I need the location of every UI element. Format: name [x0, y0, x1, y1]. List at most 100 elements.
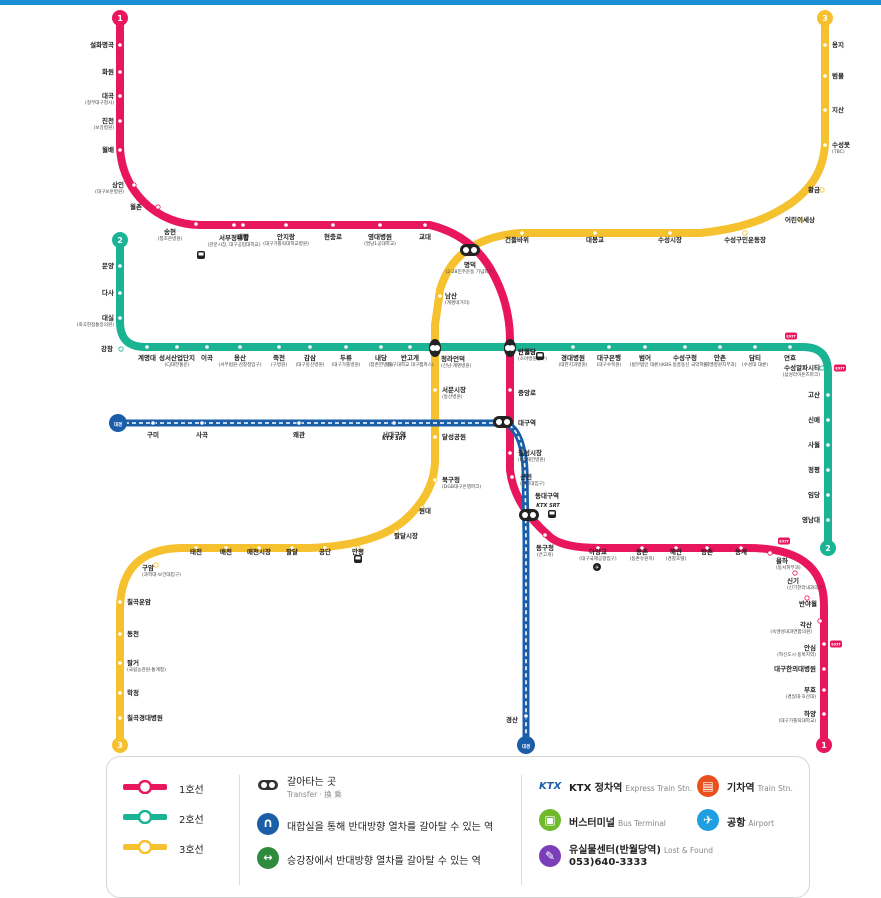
line2-station-label[interactable]: 문양	[102, 261, 114, 270]
line3-station-dot[interactable]	[393, 529, 399, 535]
line3-station-dot[interactable]	[519, 230, 525, 236]
line1-station-label[interactable]: 아양교	[589, 547, 607, 556]
daegyeong-station-dot[interactable]	[296, 420, 302, 426]
line2-station-dot[interactable]	[407, 344, 413, 350]
line1-station-dot[interactable]	[509, 474, 515, 480]
line1-station-dot[interactable]	[673, 545, 679, 551]
line2-station-label[interactable]: 죽전	[273, 353, 285, 362]
line2-station-dot[interactable]	[825, 442, 831, 448]
line2-station-dot[interactable]	[825, 517, 831, 523]
line1-station-dot[interactable]	[117, 93, 123, 99]
transfer-daegu-station[interactable]	[493, 416, 513, 428]
line3-station-label[interactable]: 팔달	[286, 547, 298, 556]
line2-station-dot[interactable]	[570, 344, 576, 350]
line1-station-label[interactable]: 설화명곡	[90, 40, 114, 49]
line3-station-dot[interactable]	[819, 187, 825, 193]
line1-station-dot[interactable]	[117, 147, 123, 153]
line1-station-dot[interactable]	[817, 618, 823, 624]
line1-station-label[interactable]: 안심	[804, 643, 816, 652]
line2-station-label[interactable]: 두류	[340, 353, 352, 362]
line3-station-dot[interactable]	[822, 73, 828, 79]
line2-station-label[interactable]: 용산	[234, 353, 246, 362]
line1-station-dot[interactable]	[821, 711, 827, 717]
line2-station-dot[interactable]	[819, 365, 825, 371]
transfer-myeongdeok[interactable]	[460, 244, 480, 256]
line3-station-dot[interactable]	[432, 477, 438, 483]
line2-station-label[interactable]: 이곡	[201, 353, 213, 362]
line3-station-dot[interactable]	[822, 142, 828, 148]
line3-station-label[interactable]: 구암	[142, 563, 154, 572]
line2-station-dot[interactable]	[118, 346, 124, 352]
line3-station-label[interactable]: 수성못	[832, 140, 850, 149]
line2-station-label[interactable]: 청라언덕	[441, 354, 465, 363]
line1-station-label[interactable]: 해안	[670, 547, 682, 556]
line1-station-label[interactable]: 중앙로	[518, 388, 536, 397]
line3-station-label[interactable]: 어린이세상	[785, 215, 815, 224]
daegyeong-station-dot[interactable]	[199, 420, 205, 426]
line1-station-label[interactable]: 동대구역	[535, 491, 559, 500]
line3-station-label[interactable]: 팔달시장	[394, 531, 418, 540]
line1-station-dot[interactable]	[193, 221, 199, 227]
transfer-dongdaegu[interactable]	[519, 509, 539, 521]
line2-station-label[interactable]: 수성알파시티	[784, 363, 820, 372]
line2-station-dot[interactable]	[343, 344, 349, 350]
line3-station-dot[interactable]	[117, 631, 123, 637]
line1-station-label[interactable]: 월배	[102, 145, 114, 154]
line3-station-dot[interactable]	[117, 599, 123, 605]
daegyeong-station-dot[interactable]	[150, 420, 156, 426]
line3-station-label[interactable]: 원대	[419, 506, 431, 515]
line2-station-dot[interactable]	[752, 344, 758, 350]
line2-station-label[interactable]: 강창	[101, 344, 113, 353]
line1-station-dot[interactable]	[231, 222, 237, 228]
line3-station-dot[interactable]	[419, 505, 425, 511]
line1-station-label[interactable]: 하양	[804, 709, 816, 718]
line3-station-dot[interactable]	[437, 293, 443, 299]
line2-station-label[interactable]: 성서산업단지	[159, 353, 195, 362]
line1-station-label[interactable]: 부호	[804, 685, 816, 694]
line3-station-dot[interactable]	[117, 660, 123, 666]
line3-station-dot[interactable]	[193, 545, 199, 551]
line1-station-dot[interactable]	[117, 118, 123, 124]
line1-station-label[interactable]: 대명	[237, 232, 249, 241]
line2-station-label[interactable]: 범어	[639, 353, 651, 362]
line3-station-label[interactable]: 칠곡경대병원	[127, 713, 163, 722]
line2-station-dot[interactable]	[117, 290, 123, 296]
line3-station-dot[interactable]	[289, 545, 295, 551]
line2-station-label[interactable]: 연호	[784, 353, 796, 362]
line3-station-dot[interactable]	[322, 545, 328, 551]
line2-station-dot[interactable]	[204, 344, 210, 350]
line1-station-label[interactable]: 영대병원	[368, 232, 392, 241]
line1-station-dot[interactable]	[240, 222, 246, 228]
line1-station-label[interactable]: 용계	[735, 547, 747, 556]
line3-station-label[interactable]: 건들바위	[505, 235, 529, 244]
line1-station-dot[interactable]	[422, 222, 428, 228]
line1-station-label[interactable]: 화원	[102, 67, 114, 76]
line2-station-dot[interactable]	[825, 392, 831, 398]
line2-station-label[interactable]: 계명대	[138, 353, 156, 362]
line2-station-label[interactable]: 정평	[808, 465, 820, 474]
line3-station-label[interactable]: 남산	[445, 291, 457, 300]
line2-station-dot[interactable]	[117, 263, 123, 269]
line3-station-label[interactable]: 대봉교	[586, 235, 604, 244]
line1-station-dot[interactable]	[330, 222, 336, 228]
line1-station-dot[interactable]	[821, 641, 827, 647]
line1-station-label[interactable]: 동촌	[636, 547, 648, 556]
line2-station-dot[interactable]	[825, 417, 831, 423]
line2-station-dot[interactable]	[117, 315, 123, 321]
line3-station-label[interactable]: 매천	[220, 547, 232, 556]
line3-station-label[interactable]: 만평	[352, 547, 364, 556]
line2-station-label[interactable]: 대실	[102, 313, 114, 322]
line2-station-label[interactable]: 경대병원	[561, 353, 585, 362]
line3-station-label[interactable]: 수성구민운동장	[724, 235, 766, 244]
line1-station-label[interactable]: 현충로	[324, 232, 342, 241]
line3-station-dot[interactable]	[223, 545, 229, 551]
line3-station-label[interactable]: 칠곡운암	[127, 597, 151, 606]
line3-station-dot[interactable]	[117, 690, 123, 696]
line1-station-label[interactable]: 대곡	[102, 91, 114, 100]
line1-station-label[interactable]: 진천	[102, 116, 114, 125]
line3-station-dot[interactable]	[432, 434, 438, 440]
line2-station-dot[interactable]	[276, 344, 282, 350]
line2-station-dot[interactable]	[606, 344, 612, 350]
line3-station-dot[interactable]	[822, 42, 828, 48]
line3-station-dot[interactable]	[355, 545, 361, 551]
